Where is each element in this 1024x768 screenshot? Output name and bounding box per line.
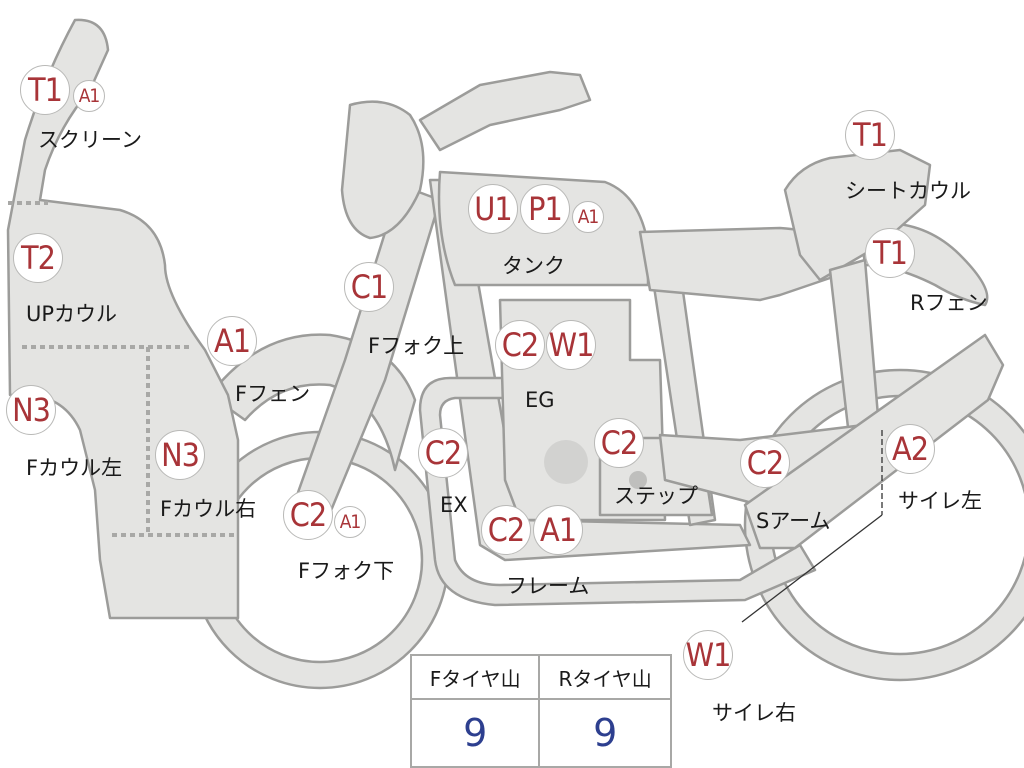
code-badge: T1 (865, 228, 915, 278)
code-badge: A1 (572, 201, 604, 233)
code-badge: U1 (468, 184, 518, 234)
part-label-engine: EG (525, 388, 555, 412)
code-badge: C2 (481, 505, 531, 555)
part-label-swing-arm: Sアーム (756, 509, 831, 533)
code-badge: P1 (520, 184, 570, 234)
code-badge: T1 (845, 110, 895, 160)
silencer-shape (743, 333, 1005, 550)
code-badge: A1 (334, 506, 366, 538)
step-peg-1 (629, 471, 647, 489)
part-label-step: ステップ (614, 484, 698, 508)
code-badge: C2 (495, 320, 545, 370)
code-badge: C2 (283, 490, 333, 540)
exhaust-pipe-shape (418, 376, 817, 607)
code-badge: A1 (73, 80, 105, 112)
code-badge: T2 (13, 233, 63, 283)
front-tire-value: 9 (409, 698, 541, 768)
rear-tire-value: 9 (538, 698, 672, 768)
part-label-up-cowl: UPカウル (26, 302, 118, 326)
code-badge: C2 (740, 438, 790, 488)
code-badge: A1 (207, 316, 257, 366)
part-label-f-fork-lower: Fフォク下 (298, 559, 395, 583)
code-badge: N3 (155, 430, 205, 480)
code-badge: C1 (344, 262, 394, 312)
part-label-screen: スクリーン (38, 128, 142, 152)
silencer-right-leader (741, 514, 883, 623)
code-badge: N3 (6, 385, 56, 435)
code-badge: W1 (546, 320, 596, 370)
part-label-exhaust: EX (440, 493, 468, 517)
handlebar-shape (418, 70, 592, 152)
part-label-silencer-left: サイレ左 (898, 489, 982, 513)
part-label-r-fender: Rフェン (910, 291, 988, 315)
part-label-f-fender: Fフェン (235, 382, 311, 406)
tire-tread-table: Fタイヤ山 Rタイヤ山 9 9 (409, 654, 672, 768)
part-label-f-cowl-left: Fカウル左 (26, 456, 123, 480)
part-label-tank: タンク (502, 254, 565, 278)
code-badge: W1 (683, 630, 733, 680)
code-badge: C2 (418, 428, 468, 478)
part-label-f-cowl-right: Fカウル右 (160, 497, 257, 521)
code-badge: T1 (20, 65, 70, 115)
part-label-f-fork-upper: Fフォク上 (368, 334, 465, 358)
code-badge: A2 (885, 424, 935, 474)
engine-cover (544, 440, 588, 484)
headlight-shape (340, 100, 425, 240)
code-badge: A1 (533, 505, 583, 555)
part-label-silencer-right: サイレ右 (712, 701, 796, 725)
rear-tire-header: Rタイヤ山 (538, 654, 672, 700)
part-label-seat-cowl: シートカウル (845, 179, 971, 203)
part-label-frame: フレーム (506, 574, 590, 598)
front-tire-header: Fタイヤ山 (409, 654, 541, 700)
code-badge: C2 (594, 418, 644, 468)
